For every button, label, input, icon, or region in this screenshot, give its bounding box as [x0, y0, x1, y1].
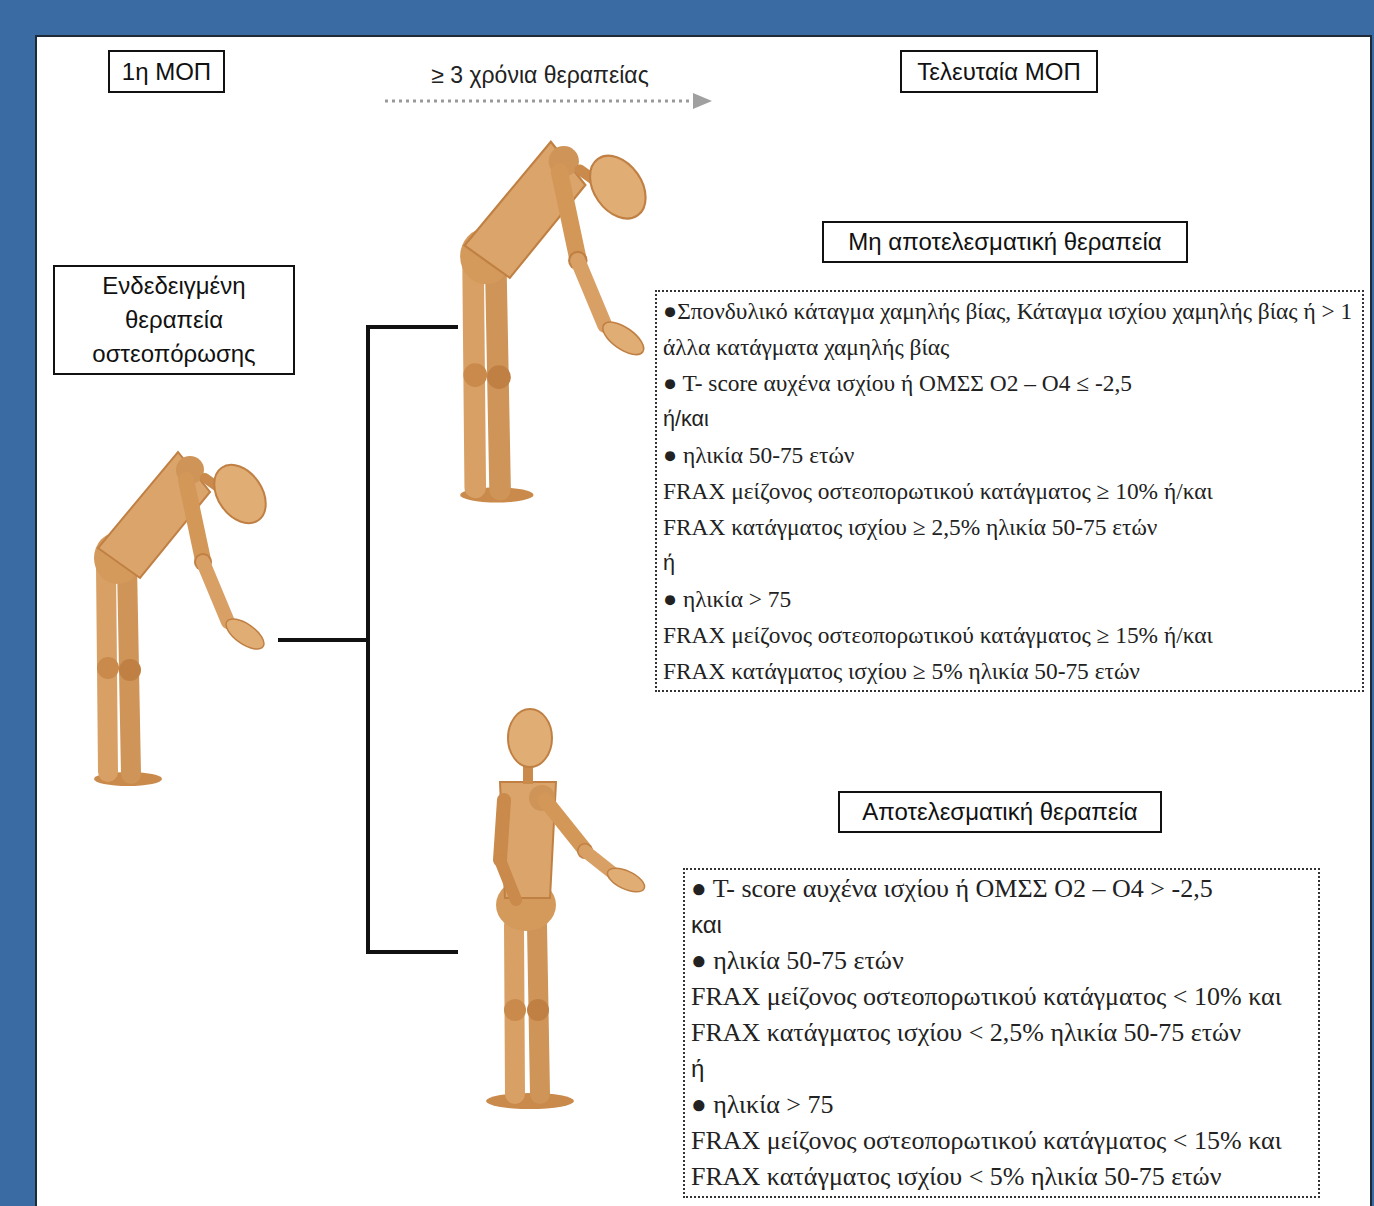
outcome-box: Αποτελεσματική θεραπεία — [838, 791, 1162, 833]
bracket-line — [278, 638, 368, 642]
criteria-line: ● ηλικία > 75 — [691, 1087, 1312, 1123]
upright-mannequin — [486, 709, 648, 1109]
criteria-line: ή — [663, 545, 1356, 581]
criteria-line: FRAX μείζονος οστεοπορωτικού κατάγματος … — [663, 473, 1356, 509]
bent-mannequin — [94, 452, 276, 786]
stage-box: 1η ΜΟΠ — [108, 50, 225, 93]
box-text: 1η ΜΟΠ — [122, 55, 211, 89]
box-text: Ενδεδειγμένη θεραπεία οστεοπόρωσης — [63, 269, 285, 371]
bent-mannequin — [460, 142, 657, 503]
criteria-line: FRAX κατάγματος ισχίου < 5% ηλικία 50-75… — [691, 1159, 1312, 1195]
criteria-line: FRAX μείζονος οστεοπορωτικού κατάγματος … — [663, 617, 1356, 653]
criteria-line: FRAX κατάγματος ισχίου ≥ 2,5% ηλικία 50-… — [663, 509, 1356, 545]
box-text: Αποτελεσματική θεραπεία — [862, 795, 1138, 829]
criteria-box: ● T- score αυχένα ισχίου ή ΟΜΣΣ Ο2 – Ο4 … — [683, 868, 1320, 1198]
dotted-arrow-head — [693, 93, 712, 109]
criteria-line: FRAX κατάγματος ισχίου < 2,5% ηλικία 50-… — [691, 1015, 1312, 1051]
criteria-box: ●Σπονδυλικό κάταγμα χαμηλής βίας, Κάταγμ… — [655, 290, 1364, 692]
criteria-line: και — [691, 907, 1312, 943]
criteria-line: FRAX μείζονος οστεοπορωτικού κατάγματος … — [691, 979, 1312, 1015]
criteria-line: ● T- score αυχένα ισχίου ή ΟΜΣΣ Ο2 – Ο4 … — [663, 365, 1356, 401]
criteria-line: ή — [691, 1051, 1312, 1087]
criteria-line: ● T- score αυχένα ισχίου ή ΟΜΣΣ Ο2 – Ο4 … — [691, 871, 1312, 907]
duration-label: ≥ 3 χρόνια θεραπείας — [380, 62, 700, 89]
criteria-line: ● ηλικία > 75 — [663, 581, 1356, 617]
bracket-line — [366, 325, 370, 954]
criteria-line: FRAX μείζονος οστεοπορωτικού κατάγματος … — [691, 1123, 1312, 1159]
dotted-arrow-line — [385, 100, 695, 103]
outcome-box: Μη αποτελεσματική θεραπεία — [822, 221, 1188, 263]
stage-box: Τελευταία ΜΟΠ — [900, 50, 1098, 93]
criteria-line: ● ηλικία 50-75 ετών — [663, 437, 1356, 473]
criteria-line: ● ηλικία 50-75 ετών — [691, 943, 1312, 979]
treatment-box: Ενδεδειγμένη θεραπεία οστεοπόρωσης — [53, 265, 295, 375]
criteria-line: ●Σπονδυλικό κάταγμα χαμηλής βίας, Κάταγμ… — [663, 293, 1356, 365]
criteria-line: ή/και — [663, 401, 1356, 437]
criteria-line: FRAX κατάγματος ισχίου ≥ 5% ηλικία 50-75… — [663, 653, 1356, 689]
bracket-line — [366, 325, 458, 329]
box-text: Τελευταία ΜΟΠ — [917, 55, 1080, 89]
bracket-line — [366, 950, 458, 954]
box-text: Μη αποτελεσματική θεραπεία — [848, 225, 1161, 259]
